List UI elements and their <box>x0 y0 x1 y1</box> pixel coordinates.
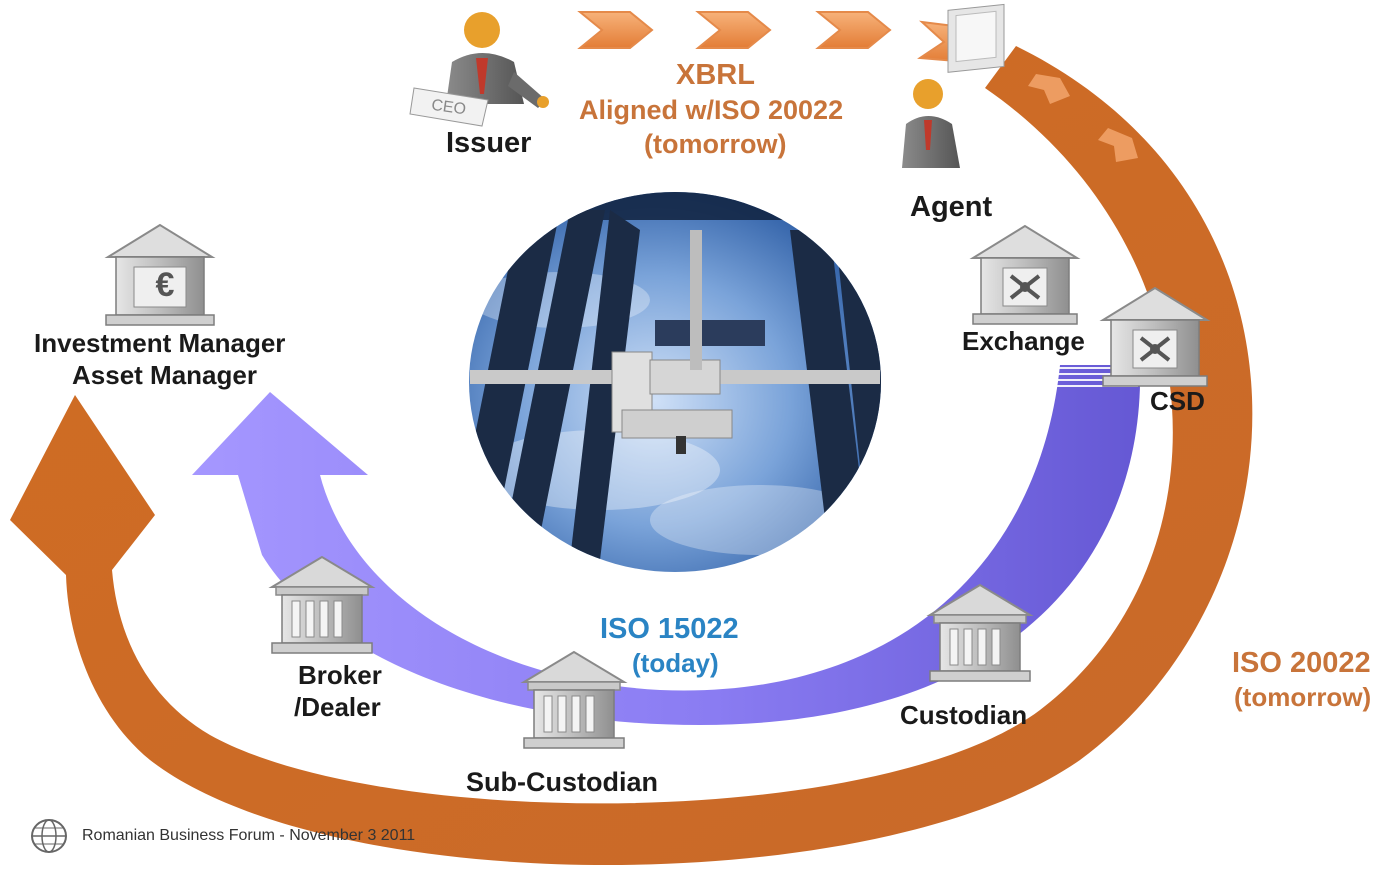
exchange-label: Exchange <box>962 326 1085 356</box>
chevron-3 <box>815 11 892 49</box>
exchange-building <box>971 224 1079 326</box>
broker-label: Broker <box>298 660 382 690</box>
iso15022-today-label: (today) <box>632 648 719 678</box>
arc-chevron-2 <box>1098 128 1138 162</box>
iso15022-title: ISO 15022 <box>600 613 739 645</box>
sub-custodian-label: Sub-Custodian <box>466 767 658 797</box>
xbrl-tomorrow-label: (tomorrow) <box>644 129 787 159</box>
chevron-1 <box>577 11 654 49</box>
iso20022-tomorrow-label: (tomorrow) <box>1234 682 1372 712</box>
custodian-label: Custodian <box>900 700 1028 730</box>
csd-label: CSD <box>1150 386 1205 416</box>
sub-custodian-building <box>523 651 625 749</box>
asset-manager-label: Asset Manager <box>72 360 257 390</box>
ceo-badge-text: CEO <box>430 97 467 119</box>
issuer-label: Issuer <box>446 127 532 159</box>
investment-manager-building <box>104 223 216 326</box>
xbrl-aligned-label: Aligned w/ISO 20022 <box>579 95 844 125</box>
dealer-label: /Dealer <box>294 692 381 722</box>
euro-icon: € <box>156 266 175 304</box>
xbrl-chevrons <box>577 11 994 64</box>
arc-chevron-1 <box>1028 74 1070 104</box>
iso15022-arrow <box>192 365 1141 725</box>
chevron-2 <box>695 11 772 49</box>
investment-manager-label: Investment Manager <box>34 328 286 358</box>
iso20022-title: ISO 20022 <box>1232 647 1371 679</box>
agent-label: Agent <box>910 191 993 223</box>
globe-logo-icon <box>31 819 67 853</box>
xbrl-title: XBRL <box>676 59 755 91</box>
footer-text: Romanian Business Forum - November 3 201… <box>82 827 416 844</box>
ceo-person-icon <box>409 12 549 127</box>
space-station-image <box>469 192 881 572</box>
agent-person-icon <box>902 3 1005 168</box>
footer: Romanian Business Forum - November 3 201… <box>30 818 415 854</box>
iso20022-arrow <box>10 46 1253 865</box>
